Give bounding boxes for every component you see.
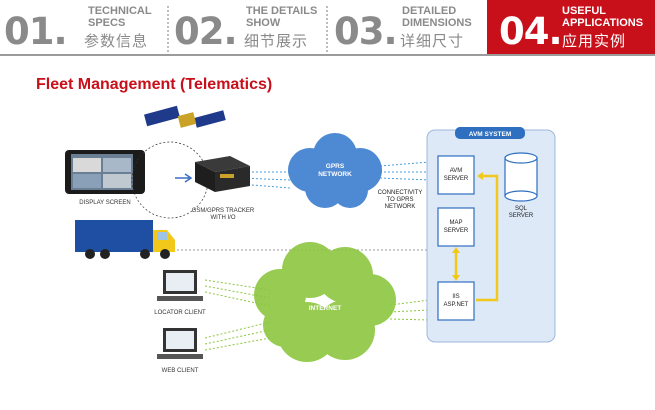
tab-detailed-dimensions[interactable]: 03. DETAILED DIMENSIONS 详细尺寸 xyxy=(330,0,484,54)
page-title: Fleet Management (Telematics) xyxy=(36,76,273,93)
avm-server-line2: SERVER xyxy=(444,176,469,182)
section-tab-bar: 01. TECHNICAL SPECS 参数信息 02. THE DETAILS… xyxy=(0,0,655,56)
internal-links xyxy=(454,174,499,302)
internet-cloud xyxy=(254,242,396,362)
tab-the-details-show[interactable]: 02. THE DETAILS SHOW 细节展示 xyxy=(170,0,322,54)
tab-separator xyxy=(326,6,328,52)
tab-number: 03. xyxy=(334,10,398,53)
sql-line2: SERVER xyxy=(509,213,534,219)
tracker-label-line1: GSM/GPRS TRACKER xyxy=(192,208,255,214)
gprs-label-line1: GPRS xyxy=(326,163,345,170)
display-screen-icon xyxy=(65,150,145,194)
tab-label-en: TECHNICAL SPECS xyxy=(88,5,152,29)
web-client-label: WEB CLIENT xyxy=(162,368,199,374)
tab-label-en: USEFUL APPLICATIONS xyxy=(562,5,644,29)
avm-system-title: AVM SYSTEM xyxy=(469,131,512,138)
tab-label-cn: 细节展示 xyxy=(244,32,309,50)
tab-bar-underline xyxy=(0,54,655,56)
tab-label-en: THE DETAILS SHOW xyxy=(246,5,318,29)
internet-label: INTERNET xyxy=(309,305,342,312)
tab-number: 01. xyxy=(4,10,68,53)
tab-technical-specs[interactable]: 01. TECHNICAL SPECS 参数信息 xyxy=(0,0,162,54)
sql-server-icon xyxy=(504,152,538,202)
map-server-box xyxy=(437,207,475,247)
sql-line1: SQL xyxy=(515,206,528,212)
connectivity-label-line3: NETWORK xyxy=(385,204,416,210)
gps-tracker-icon xyxy=(195,156,250,192)
web-client-computer-icon xyxy=(157,328,203,359)
map-server-line1: MAP xyxy=(449,220,462,226)
locator-client-computer-icon xyxy=(157,270,203,301)
tab-number: 02. xyxy=(174,10,238,53)
avm-server-box xyxy=(437,155,475,195)
display-screen-label: DISPLAY SCREEN xyxy=(79,200,130,206)
fleet-management-diagram: DISPLAY SCREEN GSM/GPRS TRACKER WITH I/O… xyxy=(65,105,556,374)
connectivity-label-line2: TO GPRS xyxy=(387,197,414,203)
connectivity-label-line1: CONNECTIVITY xyxy=(378,190,423,196)
iis-line2: ASP.NET xyxy=(444,302,469,308)
gprs-network-cloud xyxy=(288,133,382,208)
gprs-label-line2: NETWORK xyxy=(318,171,352,178)
iis-line1: IIS xyxy=(452,294,459,300)
tab-label-en: DETAILED DIMENSIONS xyxy=(402,5,472,29)
tab-label-cn: 应用实例 xyxy=(562,32,627,50)
avm-server-line1: AVM xyxy=(450,168,463,174)
map-server-line2: SERVER xyxy=(444,228,469,234)
tab-label-cn: 详细尺寸 xyxy=(400,32,465,50)
tab-number: 04. xyxy=(499,10,563,53)
truck-icon xyxy=(75,220,175,259)
locator-client-label: LOCATOR CLIENT xyxy=(154,310,206,316)
iis-server-box xyxy=(437,281,475,321)
tracker-label-line2: WITH I/O xyxy=(211,215,236,221)
tab-label-cn: 参数信息 xyxy=(84,32,149,50)
tab-useful-applications[interactable]: 04. USEFUL APPLICATIONS 应用实例 xyxy=(487,0,655,54)
tab-separator xyxy=(167,6,169,52)
satellite-icon xyxy=(144,105,226,128)
internet-connection-lines xyxy=(204,279,431,351)
